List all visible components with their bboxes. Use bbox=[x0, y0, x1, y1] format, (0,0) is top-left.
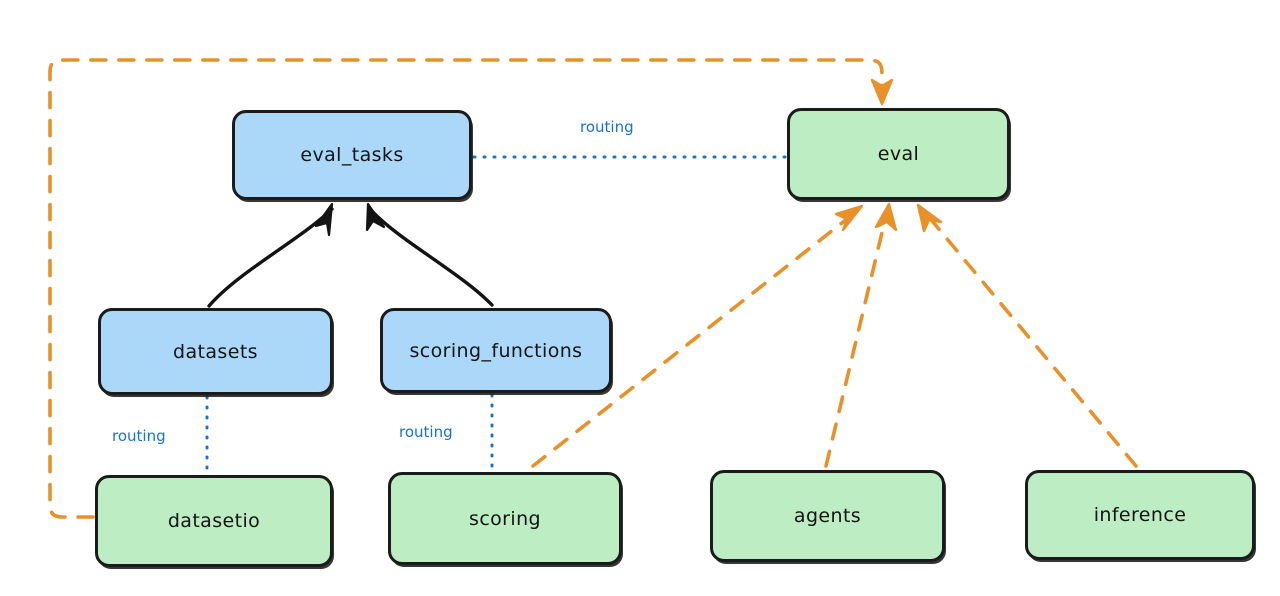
node-label-eval: eval bbox=[877, 143, 920, 165]
edge-label-routing-eval_tasks-eval: routing bbox=[580, 118, 634, 136]
node-label-agents: agents bbox=[793, 505, 862, 527]
node-datasetio[interactable]: datasetio bbox=[95, 475, 333, 567]
edge-label-routing-scoring_functions-scoring: routing bbox=[399, 423, 453, 441]
node-label-datasets: datasets bbox=[173, 340, 258, 363]
edge-agents-to-eval bbox=[824, 202, 898, 468]
node-label-inference: inference bbox=[1093, 504, 1187, 526]
edge-scoring_functions-to-eval_tasks bbox=[365, 202, 494, 307]
node-label-eval_tasks: eval_tasks bbox=[300, 144, 404, 166]
node-agents[interactable]: agents bbox=[710, 470, 945, 562]
node-label-scoring: scoring bbox=[469, 507, 541, 530]
node-scoring[interactable]: scoring bbox=[388, 472, 622, 565]
node-inference[interactable]: inference bbox=[1025, 470, 1255, 560]
node-label-datasetio: datasetio bbox=[167, 510, 261, 532]
node-eval[interactable]: eval bbox=[787, 108, 1010, 200]
node-datasets[interactable]: datasets bbox=[98, 308, 333, 395]
node-label-scoring_functions: scoring_functions bbox=[409, 339, 583, 362]
node-eval_tasks[interactable]: eval_tasks bbox=[232, 110, 472, 200]
edge-datasets-to-eval_tasks bbox=[207, 202, 334, 308]
edge-inference-to-eval bbox=[916, 203, 1138, 468]
node-scoring_functions[interactable]: scoring_functions bbox=[380, 308, 612, 393]
edge-label-routing-datasets-datasetio: routing bbox=[112, 427, 166, 445]
